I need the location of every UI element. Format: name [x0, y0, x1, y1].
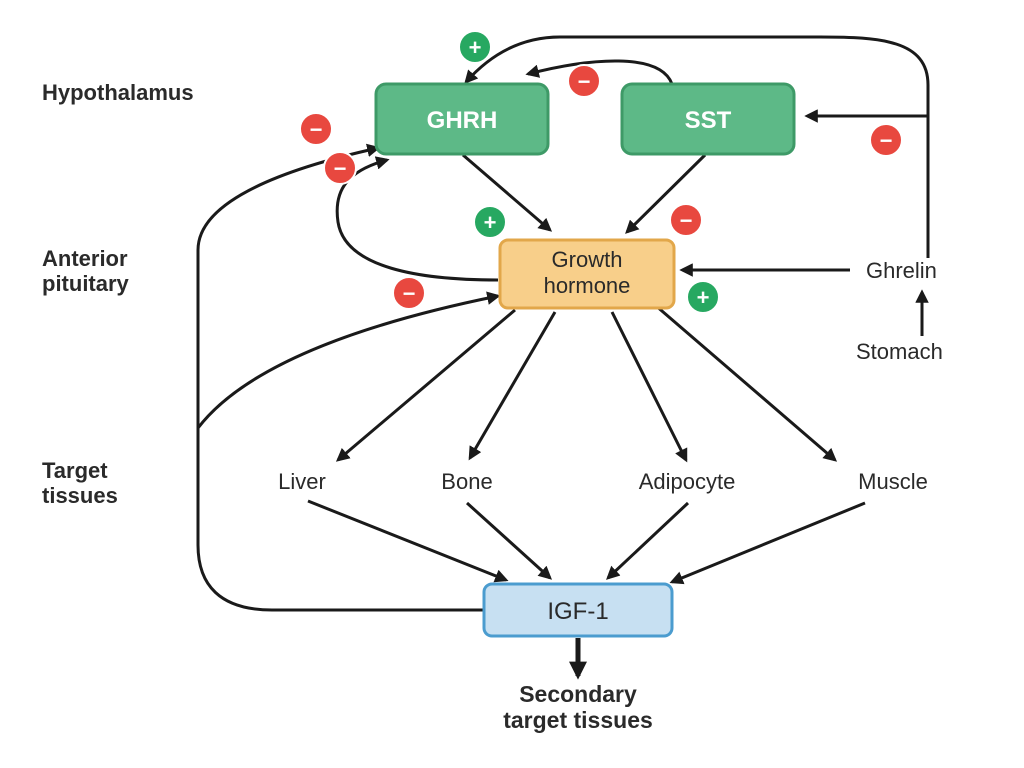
growth-hormone-box — [498, 238, 676, 310]
sst-box — [620, 82, 796, 156]
muscle-label: Muscle — [858, 469, 928, 494]
section-label-pituitary: pituitary — [42, 271, 130, 296]
minus-badge: − — [392, 276, 426, 310]
svg-text:+: + — [469, 35, 482, 60]
secondary-label-line1: Secondary — [519, 681, 637, 707]
arrow-gh-to-liver — [335, 308, 516, 462]
svg-text:−: − — [310, 117, 323, 142]
svg-text:+: + — [697, 285, 710, 310]
growth-hormone-node: Growth hormone — [498, 238, 676, 310]
stomach-label: Stomach — [856, 339, 943, 364]
arrow-muscle-to-igf — [669, 501, 866, 585]
minus-badge: − — [299, 112, 333, 146]
arrow-ghrh-to-gh — [462, 153, 553, 232]
regulation-badges: + − − − − + − + — [299, 30, 903, 314]
arrow-gh-to-muscle — [654, 303, 838, 462]
svg-text:−: − — [403, 281, 416, 306]
igf1-box — [482, 582, 674, 638]
ghrelin-label: Ghrelin — [866, 258, 937, 283]
minus-badge: − — [669, 203, 703, 237]
section-label-tissues: tissues — [42, 483, 118, 508]
ghrh-box — [374, 82, 550, 156]
ghrh-node: GHRH — [374, 82, 550, 156]
arrow-sst-to-ghrh — [525, 59, 674, 85]
arrow-gh-to-bone — [468, 311, 557, 461]
sst-label: SST — [685, 107, 732, 134]
minus-badge: − — [567, 64, 601, 98]
svg-text:−: − — [880, 128, 893, 153]
section-label-anterior: Anterior — [42, 246, 128, 271]
sst-node: SST — [620, 82, 796, 156]
bone-label: Bone — [441, 469, 492, 494]
growth-hormone-label-line1: Growth — [552, 247, 623, 272]
plus-badge: + — [686, 280, 720, 314]
igf1-label: IGF-1 — [547, 598, 608, 625]
adipocyte-label: Adipocyte — [639, 469, 736, 494]
svg-text:−: − — [578, 69, 591, 94]
minus-badge: − — [869, 123, 903, 157]
ghrh-label: GHRH — [427, 107, 498, 134]
svg-text:+: + — [484, 210, 497, 235]
svg-text:−: − — [680, 208, 693, 233]
arrow-bone-to-igf — [465, 501, 553, 580]
arrow-sst-to-gh — [625, 153, 707, 234]
section-label-target: Target — [42, 458, 108, 483]
arrow-igf-to-gh — [196, 291, 501, 429]
arrow-liver-to-igf — [307, 499, 509, 583]
secondary-label-line2: target tissues — [503, 707, 653, 733]
plus-badge: + — [473, 205, 507, 239]
minus-badge: − — [323, 151, 357, 185]
igf1-node: IGF-1 — [482, 582, 674, 638]
svg-text:−: − — [334, 156, 347, 181]
liver-label: Liver — [278, 469, 326, 494]
plus-badge: + — [458, 30, 492, 64]
arrow-adipocyte-to-igf — [606, 501, 690, 580]
arrow-igf-to-ghrh — [196, 143, 483, 612]
arrow-ghrelin-to-ghrh — [464, 35, 930, 258]
growth-hormone-label-line2: hormone — [544, 273, 631, 298]
section-label-hypothalamus: Hypothalamus — [42, 80, 194, 105]
arrow-gh-to-adipocyte — [610, 311, 688, 463]
arrows — [196, 35, 930, 680]
